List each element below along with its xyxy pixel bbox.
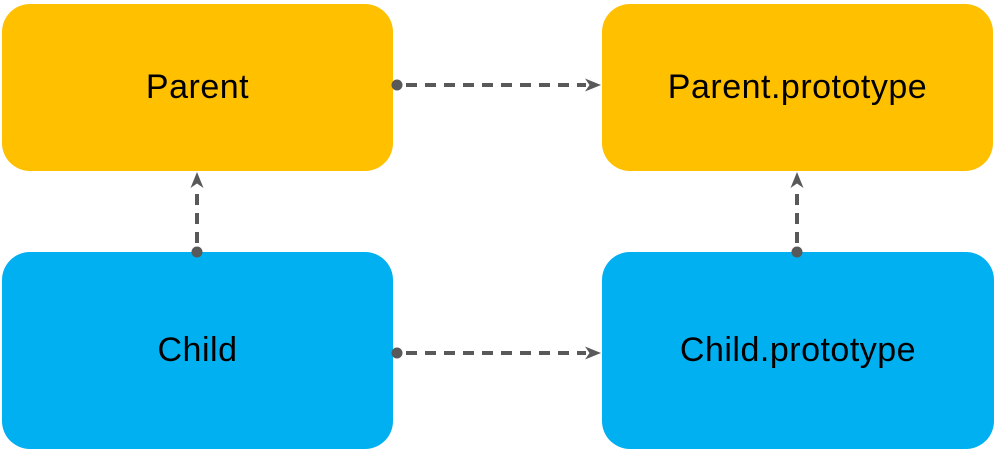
node-parent-prototype-label: Parent.prototype [667,68,928,106]
edge-start-dot-icon [191,246,203,258]
node-parent: Parent [2,4,393,171]
node-child-prototype: Child.prototype [602,252,994,449]
arrowhead-up-icon [190,172,204,188]
node-child-label: Child [157,331,238,369]
node-child: Child [2,252,393,449]
arrowhead-up-icon [790,172,804,188]
edge-child-to-child-prototype-arrow [391,346,601,360]
edge-start-dot-icon [391,347,403,359]
edge-child-prototype-to-parent-prototype-arrow [790,172,804,258]
arrowhead-right-icon [585,78,601,92]
node-parent-prototype: Parent.prototype [602,4,993,171]
node-parent-label: Parent [145,68,250,106]
edge-start-dot-icon [391,79,403,91]
edge-child-to-parent-arrow [190,172,204,258]
edge-start-dot-icon [791,246,803,258]
arrowhead-right-icon [585,346,601,360]
edge-parent-to-parent-prototype-arrow [391,78,601,92]
node-child-prototype-label: Child.prototype [679,331,917,369]
